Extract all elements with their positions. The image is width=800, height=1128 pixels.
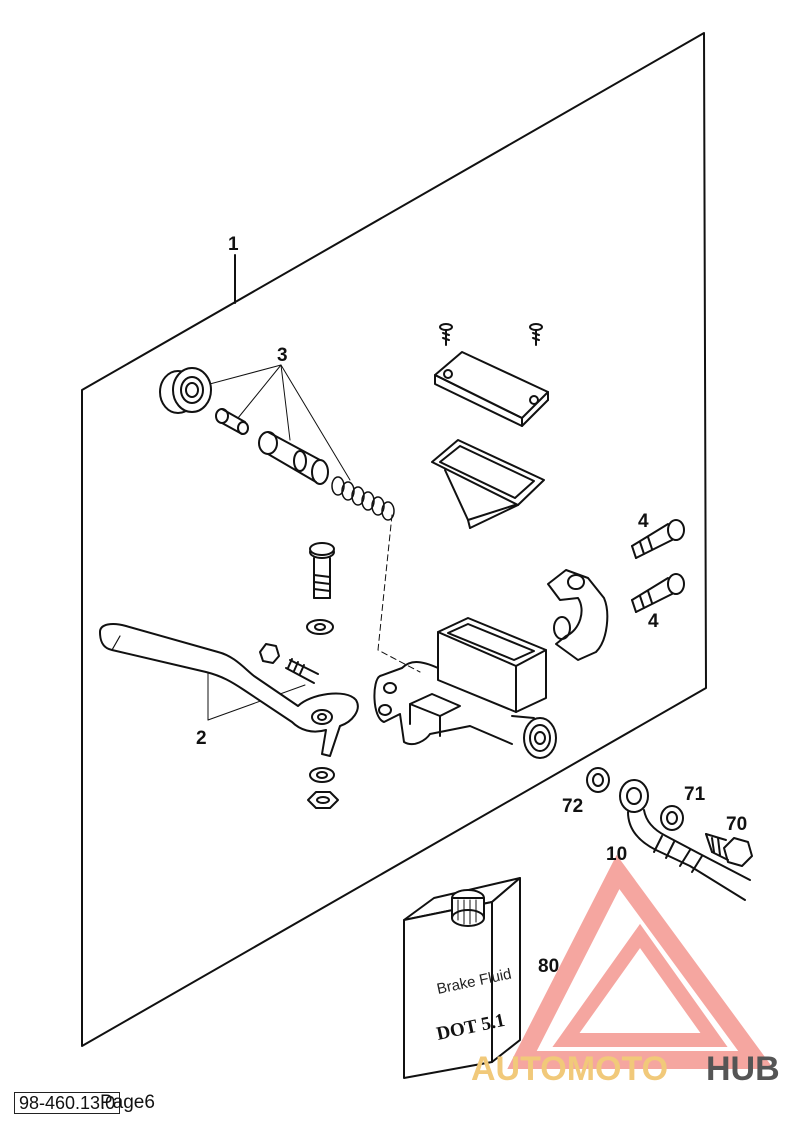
- sealing-washer-71: [660, 805, 684, 831]
- lever-nut: [307, 791, 339, 809]
- callout-1: 1: [228, 234, 239, 255]
- hand-lever: [99, 623, 359, 757]
- reservoir-cover: [434, 351, 549, 427]
- adjuster-screw: [259, 643, 319, 684]
- callout-80: 80: [538, 956, 559, 977]
- assembly-axis: [377, 514, 421, 673]
- callout-2: 2: [196, 728, 207, 749]
- leader-2: [207, 669, 306, 721]
- cover-screw-left: [439, 323, 453, 346]
- banjo-bolt: [705, 833, 753, 867]
- sealing-washer-72: [586, 767, 610, 793]
- callout-10: 10: [606, 844, 627, 865]
- logo-text-hub: HUB: [706, 1050, 780, 1088]
- push-pin: [215, 408, 249, 435]
- leader-3: [205, 364, 351, 481]
- page-number: Page6: [100, 1092, 155, 1113]
- automotohub-logo: AUTOMOTO HUB: [471, 854, 780, 1088]
- callout-4-upper: 4: [638, 511, 649, 532]
- assembly-frame: [81, 32, 707, 1047]
- logo-text-automoto: AUTOMOTO: [471, 1050, 668, 1088]
- pivot-bolt: [309, 542, 335, 599]
- callout-72: 72: [562, 796, 583, 817]
- cover-screw-right: [529, 323, 543, 346]
- master-cylinder-body: [373, 617, 557, 759]
- callout-3: 3: [277, 345, 288, 366]
- piston: [258, 431, 329, 485]
- brake-hose: [619, 779, 751, 901]
- brake-fluid-can: [403, 877, 521, 1079]
- handlebar-clamp: [547, 569, 609, 661]
- lever-pivot-hole: [311, 709, 333, 725]
- washer-lower: [309, 767, 335, 783]
- callout-70: 70: [726, 814, 747, 835]
- clamp-bolt-lower: [631, 573, 685, 613]
- reservoir-diaphragm: [431, 439, 545, 529]
- callout-71: 71: [684, 784, 706, 805]
- callout-4-lower: 4: [648, 611, 659, 632]
- clamp-bolt-upper: [631, 519, 685, 559]
- document-code: 98-460.13.0: [14, 1092, 121, 1114]
- dust-boot: [159, 367, 212, 414]
- washer-upper: [306, 619, 334, 635]
- return-spring: [331, 476, 395, 521]
